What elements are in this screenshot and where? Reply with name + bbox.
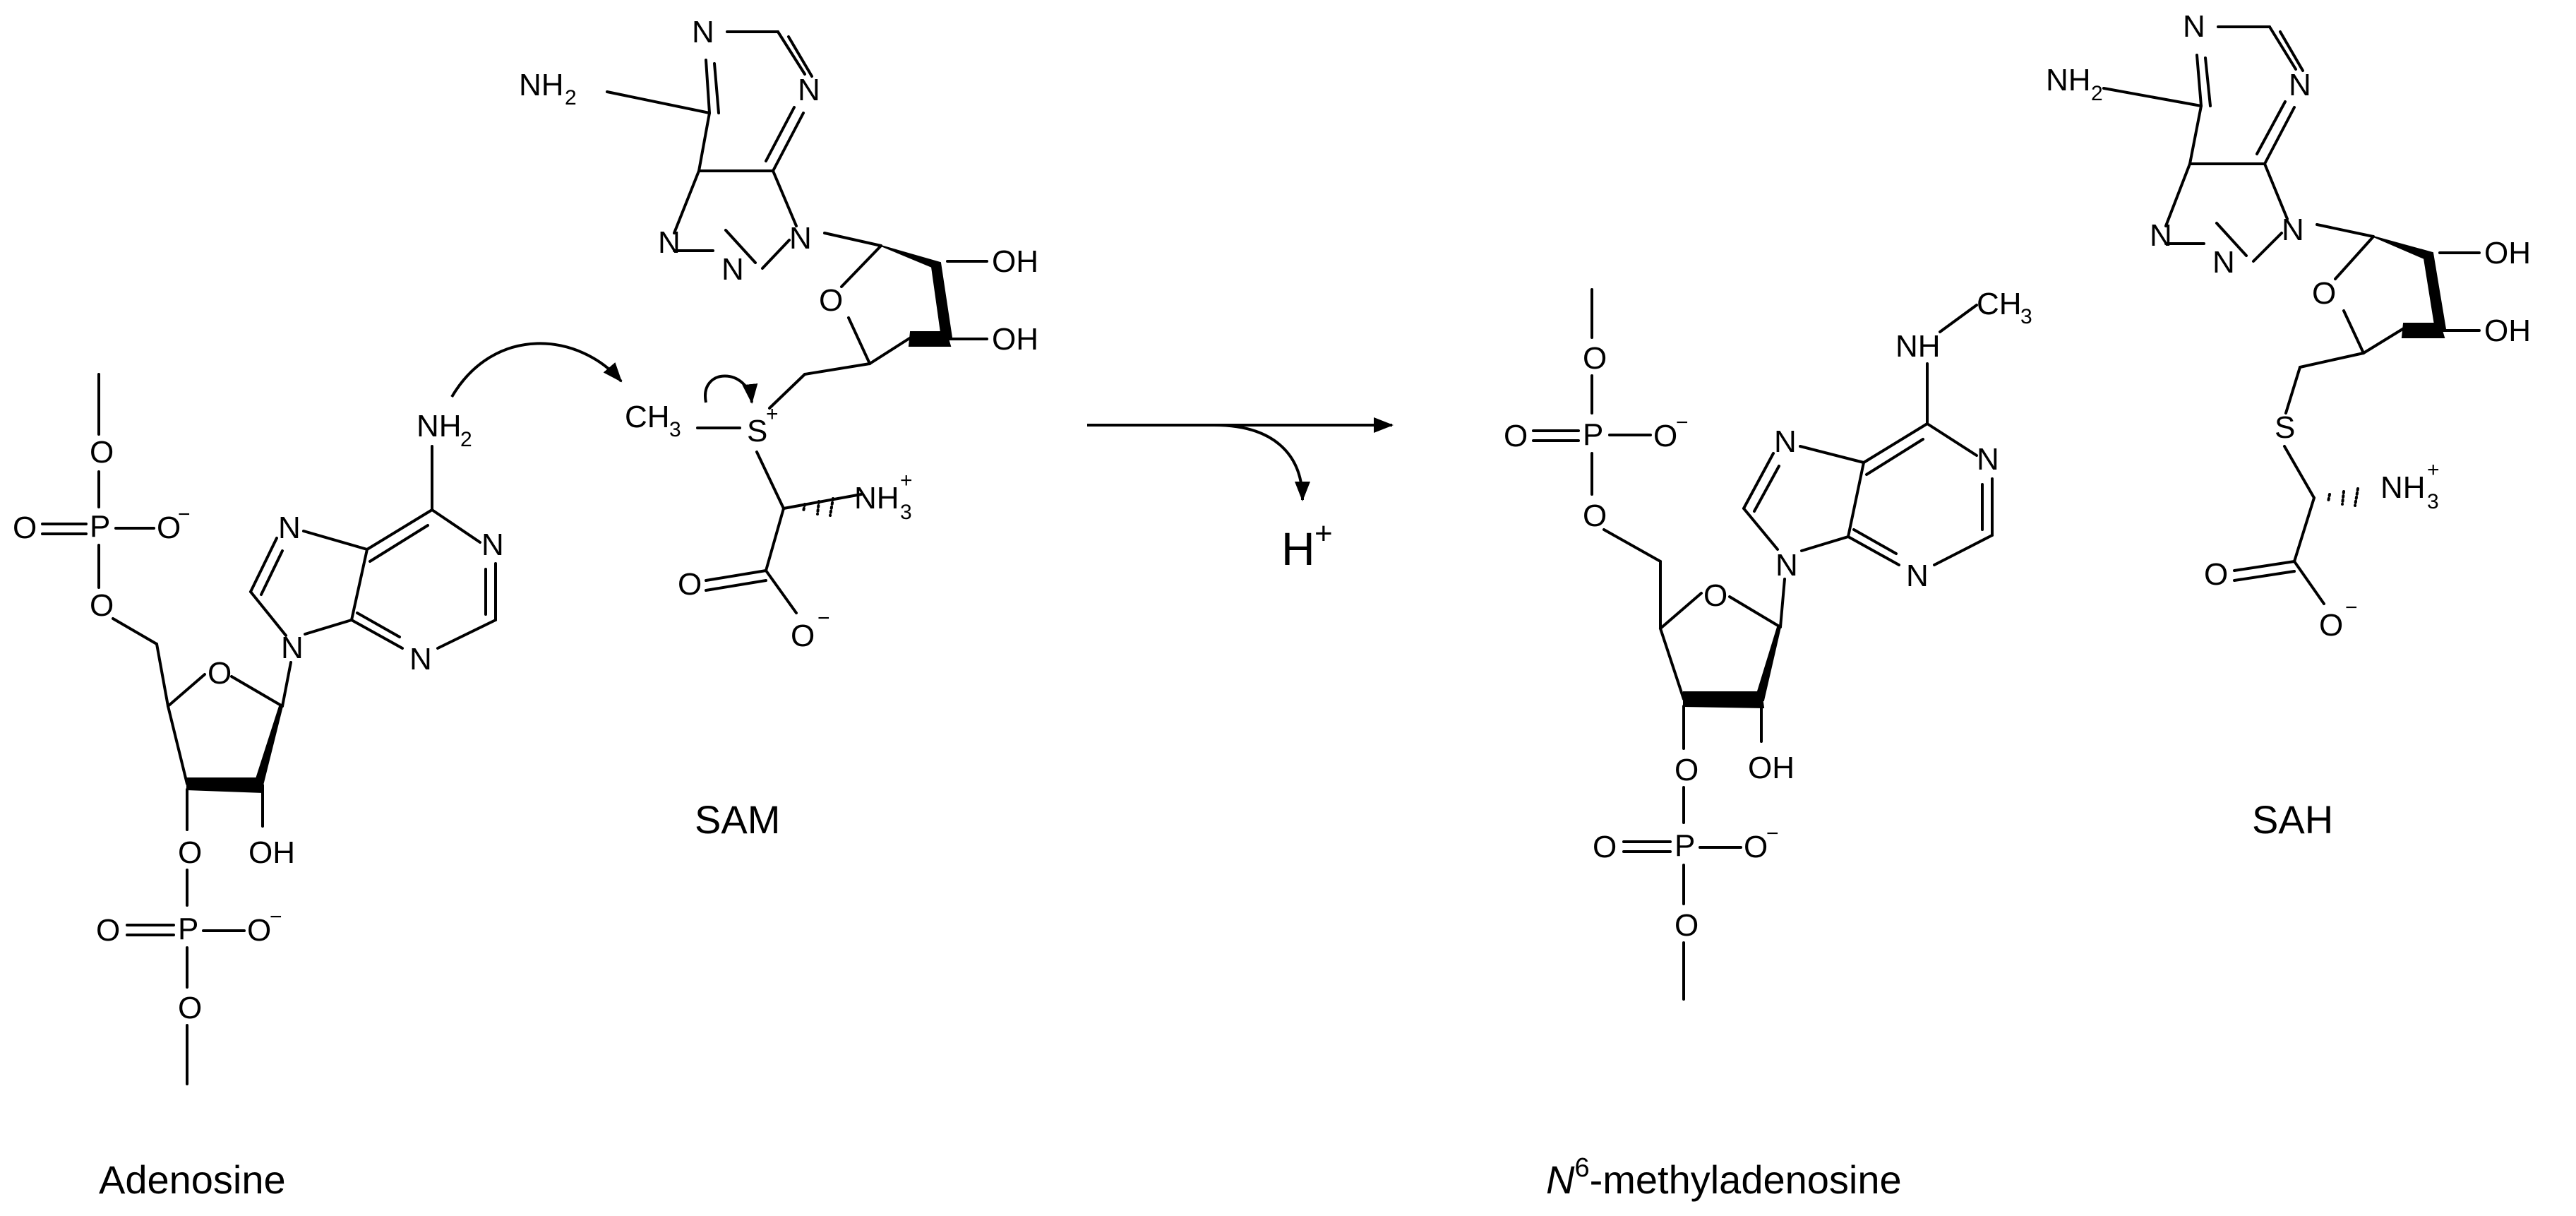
atom-n: N [789, 221, 812, 256]
atom-nh3: NH [2380, 470, 2426, 505]
atom-n: N [1977, 442, 1999, 477]
atom-s: S [2275, 410, 2295, 445]
label-m6a: N6-methyladenosine [1546, 1153, 1902, 1202]
atom-o: O [208, 656, 232, 691]
reaction-arrow: H + [1087, 417, 1394, 575]
electron-arrow [450, 342, 623, 398]
atom-n: N [481, 527, 504, 562]
atom-p: P [1675, 828, 1695, 863]
charge-minus: − [817, 607, 830, 630]
atom-p: P [178, 912, 198, 946]
atom-n: N [409, 642, 432, 676]
atom-nh2: NH [519, 68, 564, 102]
charge-plus: + [2427, 458, 2440, 482]
subscript-3: 3 [900, 501, 912, 524]
atom-o: O [791, 619, 815, 653]
atom-n: N [2289, 68, 2311, 102]
label-m6a-prefix: N [1546, 1157, 1575, 1202]
charge-minus: − [1676, 411, 1689, 434]
atom-o: O [1583, 499, 1607, 533]
subscript-2: 2 [460, 428, 472, 451]
byproduct-charge: + [1314, 516, 1333, 551]
atom-oh: OH [248, 835, 295, 870]
atom-oh: OH [2484, 314, 2531, 348]
atom-n: N [692, 15, 714, 49]
charge-minus: − [178, 503, 191, 526]
label-m6a-superscript: 6 [1574, 1153, 1589, 1183]
atom-ch3: CH [625, 400, 670, 434]
subscript-2: 2 [565, 86, 577, 109]
adenosine-structure: O P O O − O O OH O P O O − O [13, 373, 504, 1085]
sam-structure: CH 3 S + O OH OH N N N N [519, 15, 1038, 653]
byproduct-proton: H [1281, 523, 1315, 575]
atom-o: O [819, 283, 843, 318]
atom-n: N [798, 73, 820, 107]
atom-o: O [157, 511, 181, 545]
atom-oh: OH [992, 322, 1038, 357]
atom-oh: OH [2484, 236, 2531, 270]
atom-o: O [178, 991, 202, 1025]
atom-o: O [1703, 578, 1727, 613]
atom-s: S [747, 414, 767, 448]
atom-o: O [2204, 557, 2228, 592]
atom-o: O [178, 835, 202, 870]
atom-ch3: CH [1977, 287, 2022, 321]
charge-minus: − [1766, 822, 1779, 845]
label-adenosine: Adenosine [99, 1157, 286, 1202]
atom-n: N [2183, 9, 2205, 44]
electron-arrow [704, 374, 758, 404]
atom-n: N [2150, 218, 2172, 253]
subscript-3: 3 [2020, 305, 2032, 328]
atom-nh2: NH [2046, 63, 2091, 97]
atom-o: O [1653, 419, 1677, 453]
atom-n: N [1906, 559, 1929, 593]
label-m6a-suffix: -methyladenosine [1590, 1157, 1902, 1202]
atom-o: O [1583, 341, 1607, 376]
atom-o: O [1744, 830, 1768, 864]
atom-n: N [658, 225, 681, 260]
atom-o: O [90, 588, 114, 623]
atom-o: O [96, 913, 120, 948]
svg-text:N6-methyladenosine: N6-methyladenosine [1546, 1153, 1902, 1202]
atom-o: O [2319, 608, 2343, 643]
charge-minus: − [2345, 596, 2358, 619]
atom-nh: NH [1895, 329, 1941, 364]
subscript-2: 2 [2091, 82, 2103, 105]
charge-plus: + [900, 469, 913, 492]
atom-n: N [2212, 245, 2235, 280]
atom-o: O [2312, 276, 2336, 311]
atom-o: O [1504, 419, 1528, 453]
atom-n: N [278, 511, 301, 545]
atom-o: O [247, 913, 271, 948]
atom-o: O [13, 511, 37, 545]
atom-nh3: NH [854, 481, 899, 515]
atom-n: N [721, 252, 744, 287]
atom-n: N [1775, 548, 1798, 583]
atom-o: O [1675, 753, 1699, 787]
atom-n: N [281, 631, 304, 665]
atom-oh: OH [1748, 751, 1795, 785]
atom-p: P [1583, 417, 1603, 452]
atom-n: N [2282, 213, 2304, 247]
atom-oh: OH [992, 244, 1038, 279]
atom-o: O [1675, 908, 1699, 943]
subscript-3: 3 [669, 418, 681, 441]
atom-o: O [90, 435, 114, 470]
label-sah: SAH [2252, 797, 2333, 842]
atom-n: N [1774, 424, 1797, 459]
charge-minus: − [270, 905, 282, 929]
label-sam: SAM [695, 797, 780, 842]
atom-nh2: NH [417, 409, 462, 443]
sah-structure: S O OH OH N N N N N [2046, 9, 2531, 643]
atom-p: P [90, 509, 110, 544]
m6a-structure: O P O O − O O OH O P O O − O [1504, 287, 2032, 1001]
atom-o: O [1593, 830, 1617, 864]
atom-o: O [678, 567, 702, 602]
subscript-3: 3 [2427, 490, 2439, 513]
